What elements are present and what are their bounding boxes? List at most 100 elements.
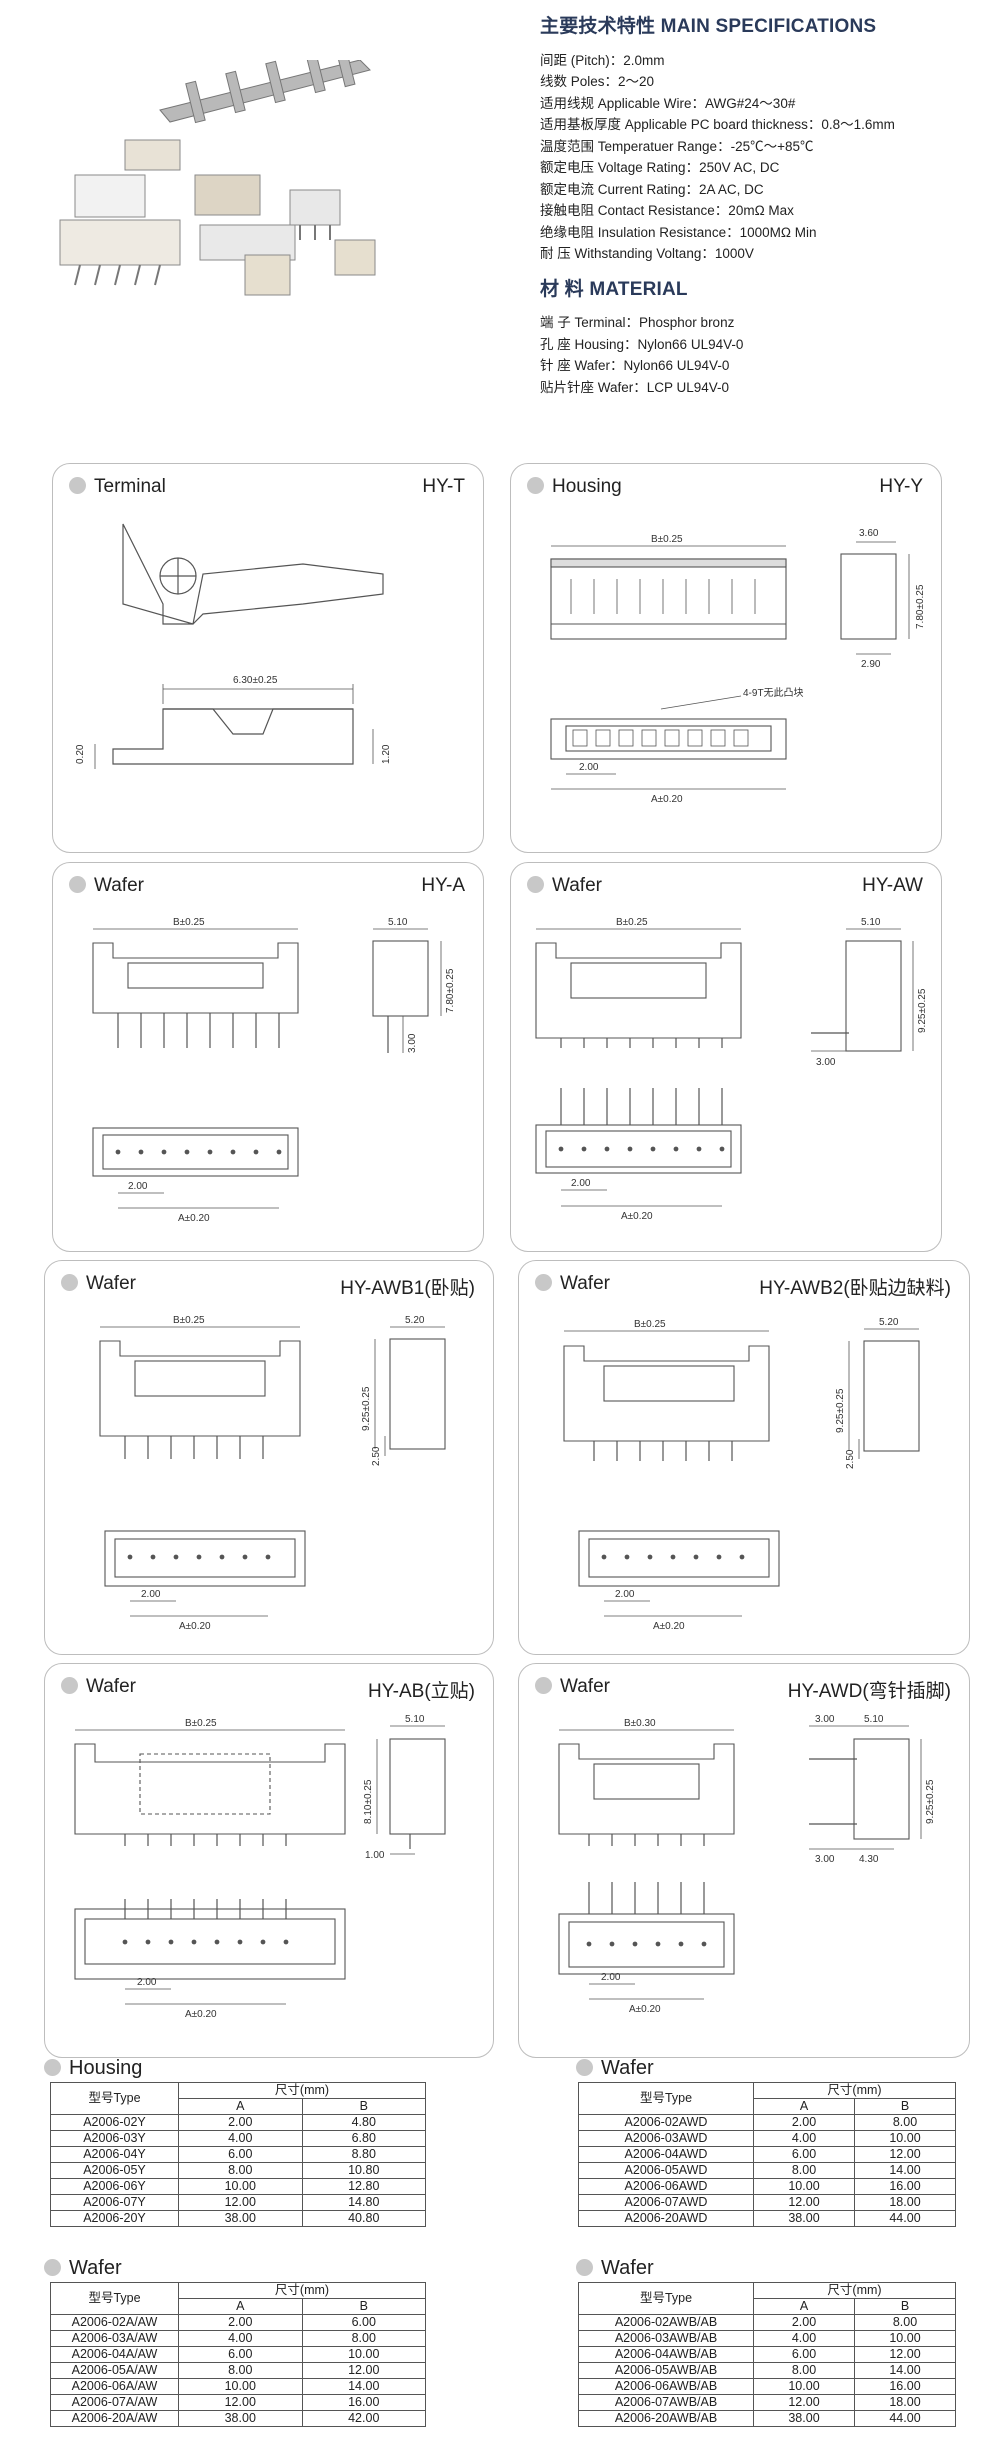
dim-text: 4-9T无此凸块 [743,686,804,699]
dim-text: A±0.20 [621,1211,653,1222]
card-label: Wafer [560,1676,610,1697]
dim-text: 2.50 [371,1446,382,1466]
wafer-aw-drawing: B±0.25 5.10 9.25±0.25 3.00 2.00 A±0.20 [535,917,928,1222]
header-b: B [301,2298,426,2315]
dim-text: A±0.20 [653,1621,685,1632]
dim-text: 2.00 [601,1972,621,1983]
table-title-wafer-a-aw: Wafer [44,2257,122,2280]
dim-text: 2.00 [571,1178,591,1189]
card-code: HY-AWB1(卧贴) [340,1278,475,1299]
dim-text: 5.10 [405,1714,425,1725]
card-code: HY-Y [879,476,923,497]
dim-text: 2.00 [128,1181,148,1192]
header-type: 型号Type [578,2282,754,2315]
bullet-icon [535,1274,552,1291]
wafer-awd-drawing: B±0.30 3.00 5.10 9.25±0.25 3.00 4.30 2.0… [558,1714,936,2015]
header-dim: 尺寸(mm) [753,2282,956,2299]
bullet-icon [527,477,544,494]
dim-text: 0.20 [75,744,86,764]
dim-text: 2.50 [845,1449,856,1469]
bullet-icon [44,2259,61,2276]
material-row: 针 座 Wafer：Nylon66 UL94V-0 [540,358,730,373]
dim-text: 5.10 [388,917,408,928]
material-row: 贴片针座 Wafer：LCP UL94V-0 [540,379,730,395]
dim-text: B±0.25 [616,917,648,928]
header-type: 型号Type [578,2082,754,2115]
card-code: HY-A [421,875,465,896]
bullet-icon [576,2259,593,2276]
dim-text: B±0.25 [173,917,205,928]
wafer-a-drawing: B±0.25 5.10 7.80±0.25 3.00 2.00 A±0.20 [92,917,456,1224]
dim-text: 2.00 [579,762,599,773]
card-code: HY-AB(立贴) [368,1681,475,1702]
dim-text: A±0.20 [185,2009,217,2020]
wafer-awb2-drawing: B±0.25 5.20 9.25±0.25 2.50 2.00 A±0.20 [563,1317,920,1632]
dim-text: 5.20 [405,1315,425,1326]
card-label: Housing [552,476,622,497]
dim-text: 7.80±0.25 [915,584,926,629]
spec-row: 适用线规 Applicable Wire：AWG#24～30# [540,95,796,111]
spec-row: 额定电流 Current Rating：2A AC, DC [540,181,764,197]
dim-text: A±0.20 [179,1621,211,1632]
dim-text: 7.80±0.25 [445,968,456,1013]
header-b: B [854,2098,956,2115]
card-code: HY-AWB2(卧贴边缺料) [759,1278,951,1299]
table-title-wafer-awb-ab: Wafer [576,2257,654,2280]
dim-text: 9.25±0.25 [835,1388,846,1433]
dim-text: 9.25±0.25 [917,988,928,1033]
terminal-drawing: 6.30±0.25 0.20 1.20 [75,523,392,769]
card-wafer-hy-a: Wafer HY-A B±0.25 5.10 7.80±0.25 3.00 2.0… [52,862,484,1252]
dim-text: 5.10 [864,1714,884,1725]
dim-text: 8.10±0.25 [363,1779,374,1824]
header-type: 型号Type [50,2282,179,2315]
spec-block: 主要技术特性 MAIN SPECIFICATIONS 间距 (Pitch)：2.… [540,16,980,398]
card-label: Wafer [94,875,144,896]
header-b: B [301,2098,426,2115]
wafer-awb1-drawing: B±0.25 5.20 9.25±0.25 2.50 2.00 A±0.20 [99,1315,446,1632]
header-dim: 尺寸(mm) [178,2082,426,2099]
spec-row: 间距 (Pitch)：2.0mm [540,52,665,68]
dim-text: 2.00 [137,1977,157,1988]
material-title: 材 料 MATERIAL [540,278,688,300]
dim-text: 9.25±0.25 [925,1779,936,1824]
card-label: Wafer [86,1273,136,1294]
bullet-icon [69,876,86,893]
bullet-icon [527,876,544,893]
material-list: 端 子 Terminal：Phosphor bronz 孔 座 Housing：… [540,312,980,398]
dim-text: 3.00 [407,1033,418,1053]
table-title-housing: Housing [44,2057,142,2080]
card-label: Wafer [552,875,602,896]
spec-list: 间距 (Pitch)：2.0mm 线数 Poles：2～20 适用线规 Appl… [540,50,980,265]
material-row: 孔 座 Housing：Nylon66 UL94V-0 [540,336,744,352]
dim-text: A±0.20 [629,2004,661,2015]
dim-text: 3.00 [816,1057,836,1068]
table-title-wafer-awd: Wafer [576,2057,654,2080]
dim-text: A±0.20 [178,1213,210,1224]
header-a: A [753,2298,855,2315]
